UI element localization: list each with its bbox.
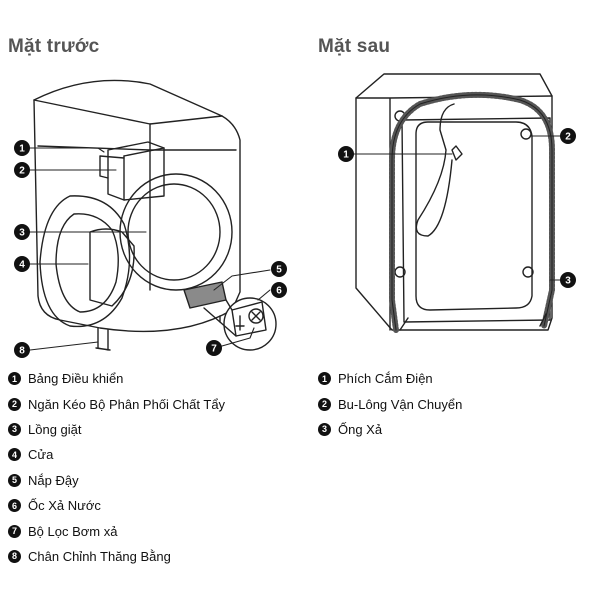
svg-text:5: 5 xyxy=(276,265,282,276)
legend-label: Nắp Đậy xyxy=(28,472,79,488)
back-callout-1: 1 xyxy=(338,146,354,162)
front-callout-1: 1 xyxy=(14,140,30,156)
legend-label: Cửa xyxy=(28,447,54,463)
rear-panel xyxy=(401,117,551,323)
washer-body xyxy=(33,79,241,333)
svg-text:2: 2 xyxy=(19,166,25,177)
legend-item: 1 Phích Cắm Điện xyxy=(318,366,462,391)
front-callout-8: 8 xyxy=(14,342,30,358)
front-callout-4: 4 xyxy=(14,256,30,272)
back-callout-3: 3 xyxy=(560,272,576,288)
legend-number: 2 xyxy=(318,397,331,411)
legend-number: 3 xyxy=(8,422,21,436)
legend-label: Ốc Xả Nước xyxy=(28,498,101,514)
front-callout-7: 7 xyxy=(206,340,222,356)
svg-text:3: 3 xyxy=(565,276,571,287)
svg-text:3: 3 xyxy=(19,228,25,239)
svg-text:8: 8 xyxy=(19,346,25,357)
svg-text:4: 4 xyxy=(19,260,25,271)
front-parts-legend: 1 Bảng Điều khiển 2 Ngăn Kéo Bộ Phân Phối … xyxy=(8,366,225,569)
legend-item: 3 Ống Xả xyxy=(318,417,462,442)
front-view-title: Mặt trước xyxy=(8,36,100,57)
legend-label: Bộ Lọc Bơm xả xyxy=(28,523,118,539)
back-view-title: Mặt sau xyxy=(318,36,391,57)
legend-item: 7 Bộ Lọc Bơm xả xyxy=(8,518,225,543)
front-callout-5: 5 xyxy=(271,261,287,277)
legend-label: Lồng giặt xyxy=(28,421,82,437)
legend-number: 2 xyxy=(8,397,21,411)
legend-number: 6 xyxy=(8,499,21,513)
legend-item: 2 Bu-Lông Vận Chuyển xyxy=(318,391,462,416)
legend-number: 3 xyxy=(318,422,331,436)
legend-item: 5 Nắp Đậy xyxy=(8,468,225,493)
legend-number: 8 xyxy=(8,549,21,563)
svg-text:6: 6 xyxy=(276,286,282,297)
front-callout-3: 3 xyxy=(14,224,30,240)
legend-number: 1 xyxy=(318,372,331,386)
svg-text:7: 7 xyxy=(211,344,217,355)
detergent-drawer xyxy=(99,141,165,201)
back-parts-legend: 1 Phích Cắm Điện 2 Bu-Lông Vận Chuyển 3 Ống… xyxy=(318,366,462,442)
legend-label: Phích Cắm Điện xyxy=(338,371,433,387)
legend-item: 1 Bảng Điều khiển xyxy=(8,366,225,391)
legend-number: 7 xyxy=(8,524,21,538)
legend-label: Bu-Lông Vận Chuyển xyxy=(338,396,463,412)
legend-number: 1 xyxy=(8,372,21,386)
legend-item: 8 Chân Chỉnh Thăng Bằng xyxy=(8,544,225,569)
svg-text:1: 1 xyxy=(19,144,25,155)
front-callout-6: 6 xyxy=(271,282,287,298)
svg-text:2: 2 xyxy=(565,132,571,143)
front-callout-2: 2 xyxy=(14,162,30,178)
legend-item: 6 Ốc Xả Nước xyxy=(8,493,225,518)
legend-item: 4 Cửa xyxy=(8,442,225,467)
washer-back-body xyxy=(355,73,553,331)
filter-zoom-inset xyxy=(203,297,277,351)
svg-text:1: 1 xyxy=(343,150,349,161)
legend-number: 5 xyxy=(8,473,21,487)
legend-number: 4 xyxy=(8,448,21,462)
legend-label: Bảng Điều khiển xyxy=(28,371,124,387)
leveling-foot xyxy=(95,327,111,351)
door xyxy=(39,195,135,328)
legend-label: Ngăn Kéo Bộ Phân Phối Chất Tẩy xyxy=(28,396,226,412)
legend-label: Ống Xả xyxy=(338,421,383,437)
legend-item: 2 Ngăn Kéo Bộ Phân Phối Chất Tẩy xyxy=(8,391,225,416)
legend-label: Chân Chỉnh Thăng Bằng xyxy=(28,548,171,564)
legend-item: 3 Lồng giặt xyxy=(8,417,225,442)
back-callout-2: 2 xyxy=(560,128,576,144)
power-cord xyxy=(415,103,455,237)
